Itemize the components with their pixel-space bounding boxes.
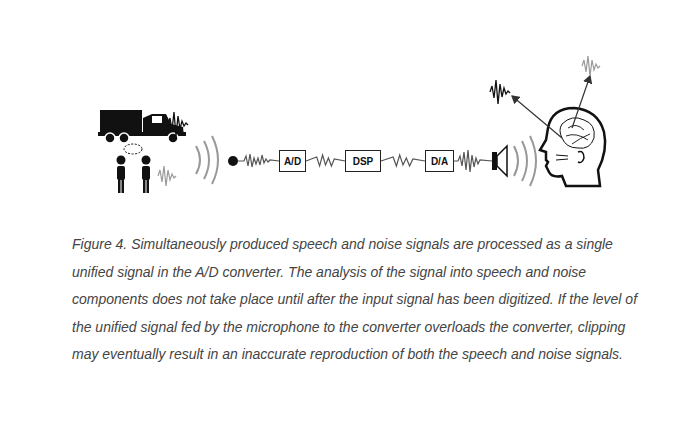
percept-arrow bbox=[572, 76, 590, 128]
noise-wave bbox=[168, 112, 188, 136]
process-box: A/D bbox=[279, 150, 306, 172]
noise-wave bbox=[490, 80, 510, 104]
listener-head bbox=[540, 108, 605, 186]
box-label: DSP bbox=[353, 156, 374, 167]
signal-connector bbox=[381, 155, 425, 166]
box-label: A/D bbox=[284, 156, 301, 167]
speaker bbox=[492, 146, 507, 176]
percept-arrow bbox=[512, 96, 562, 138]
signal-connector bbox=[306, 155, 345, 166]
process-box: DSP bbox=[345, 150, 381, 172]
box-label: D/A bbox=[431, 156, 448, 167]
sound-waves bbox=[196, 136, 218, 184]
speech-wave bbox=[158, 166, 176, 186]
microphone bbox=[228, 156, 238, 166]
speech-wave bbox=[582, 56, 600, 76]
sound-waves bbox=[514, 136, 536, 186]
process-box: D/A bbox=[425, 150, 454, 172]
output-signal bbox=[454, 150, 492, 172]
figure-caption: Figure 4. Simultaneously produced speech… bbox=[72, 231, 638, 369]
input-signal bbox=[238, 154, 279, 167]
people-icon bbox=[117, 144, 151, 193]
